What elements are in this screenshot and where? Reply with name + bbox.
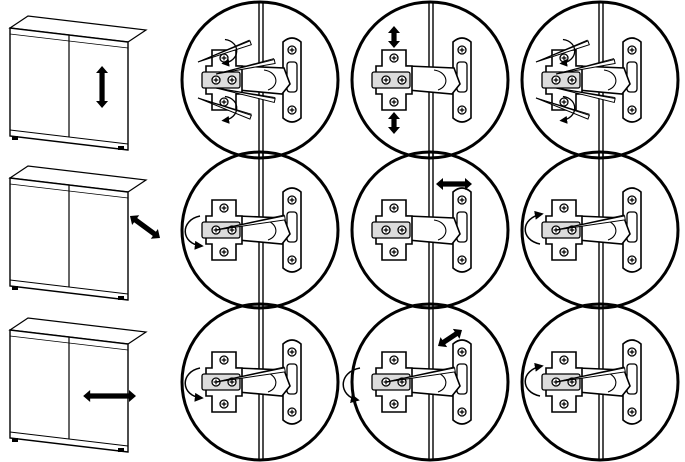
rotation-arrow <box>184 215 204 250</box>
cabinet-arrow-diagonal <box>130 215 160 239</box>
cabinet-foot <box>118 146 124 150</box>
arrow-up <box>388 26 400 48</box>
screwdriver-upper-rotation-arrow <box>221 38 238 67</box>
cabinet-foot <box>118 296 124 300</box>
detail-circle-outline <box>520 150 680 310</box>
screwdriver-upper-rotation-arrow <box>559 38 576 67</box>
plate-slot <box>286 61 298 93</box>
hinge-detail-3-3 <box>520 302 680 462</box>
external-screwdrivers-1 <box>197 38 252 124</box>
detail-circle-outline <box>520 302 680 462</box>
hinge-arm-curve <box>433 69 447 91</box>
hinge-detail-1-1 <box>180 0 340 160</box>
hinge-arm-curve <box>433 219 447 241</box>
screwdriver-lower <box>535 97 590 120</box>
screwdriver-shaft <box>385 366 455 383</box>
detail-circle-outline <box>350 302 510 462</box>
arrow-diagonal <box>438 328 462 348</box>
hinge-detail-inner <box>184 305 302 459</box>
hinge-detail-inner <box>201 3 302 157</box>
cabinet-2 <box>8 165 160 301</box>
rotation-arrow <box>524 362 544 397</box>
rotation-arrow <box>524 210 544 245</box>
screwdriver-bottom <box>215 87 276 104</box>
cabinet-foot <box>12 136 18 140</box>
screwdriver-upper-shaft <box>535 39 588 63</box>
hinge-detail-1-2 <box>350 0 510 160</box>
hinge-detail-2-3 <box>520 150 680 310</box>
screwdriver-upper-shaft <box>197 39 250 63</box>
detail-circle-outline <box>350 150 510 310</box>
plate-slot <box>626 363 638 395</box>
screwdriver-shaft <box>555 366 625 383</box>
hinge-arm-curve <box>603 69 617 91</box>
hinge-detail-3-1 <box>180 302 340 462</box>
cabinet-foot <box>118 448 124 452</box>
cabinet-door-edge <box>9 33 129 49</box>
screwdriver-top-shaft <box>215 58 275 75</box>
detail-circle-outline <box>520 0 680 160</box>
hinge-detail-inner <box>371 153 472 307</box>
screwdriver-lower-rotation-arrow <box>559 95 576 124</box>
arrow-down <box>388 112 400 134</box>
hinge-detail-inner <box>371 3 472 157</box>
plate-slot <box>286 363 298 395</box>
hinge-detail-inner <box>524 153 642 307</box>
plate-slot <box>626 211 638 243</box>
hinge-detail-2-1 <box>180 150 340 310</box>
plate-slot <box>286 211 298 243</box>
hinge-detail-1-3 <box>520 0 680 160</box>
plate-slot <box>456 363 468 395</box>
screwdriver-bottom-shaft <box>555 87 616 98</box>
screwdriver-bottom-shaft <box>215 87 276 98</box>
plate-slot <box>456 211 468 243</box>
hinge-detail-inner <box>184 153 302 307</box>
cabinet-3 <box>8 317 148 453</box>
screwdriver-lower <box>197 97 252 120</box>
screwdriver-shaft <box>215 366 285 383</box>
hinge-detail-inner <box>541 3 642 157</box>
screwdriver-top-shaft <box>555 58 615 75</box>
hinge-detail-inner <box>371 305 472 459</box>
detail-circle-outline <box>180 150 340 310</box>
screwdriver-lower-shaft <box>197 97 252 115</box>
plate-slot <box>626 61 638 93</box>
plate-slot <box>456 61 468 93</box>
hinge-detail-inner <box>524 305 642 459</box>
screwdriver-lower-rotation-arrow <box>221 95 238 124</box>
detail-circle-outline <box>180 0 340 160</box>
screwdriver-lower-shaft <box>535 97 590 115</box>
cabinet-foot <box>12 438 18 442</box>
hinge-detail-2-2 <box>350 150 510 310</box>
cabinet-arrow-vertical <box>96 66 109 108</box>
detail-circle-outline <box>350 0 510 160</box>
hinge-arm-curve <box>263 69 277 91</box>
rotation-arrow <box>184 367 204 402</box>
external-screwdrivers-2 <box>535 38 590 124</box>
hinge-detail-3-2 <box>342 302 510 462</box>
screwdriver-shaft <box>555 214 625 231</box>
detail-circle-outline <box>180 302 340 462</box>
screwdriver-bottom <box>555 87 616 104</box>
arrow-horizontal <box>436 178 472 190</box>
cabinet-door-edge <box>9 335 129 351</box>
cabinet-foot <box>12 286 18 290</box>
screwdriver-shaft <box>215 214 285 231</box>
cabinet-1 <box>8 15 148 151</box>
cabinet-arrow-horizontal <box>83 390 136 402</box>
cabinet-door-edge <box>9 183 129 199</box>
